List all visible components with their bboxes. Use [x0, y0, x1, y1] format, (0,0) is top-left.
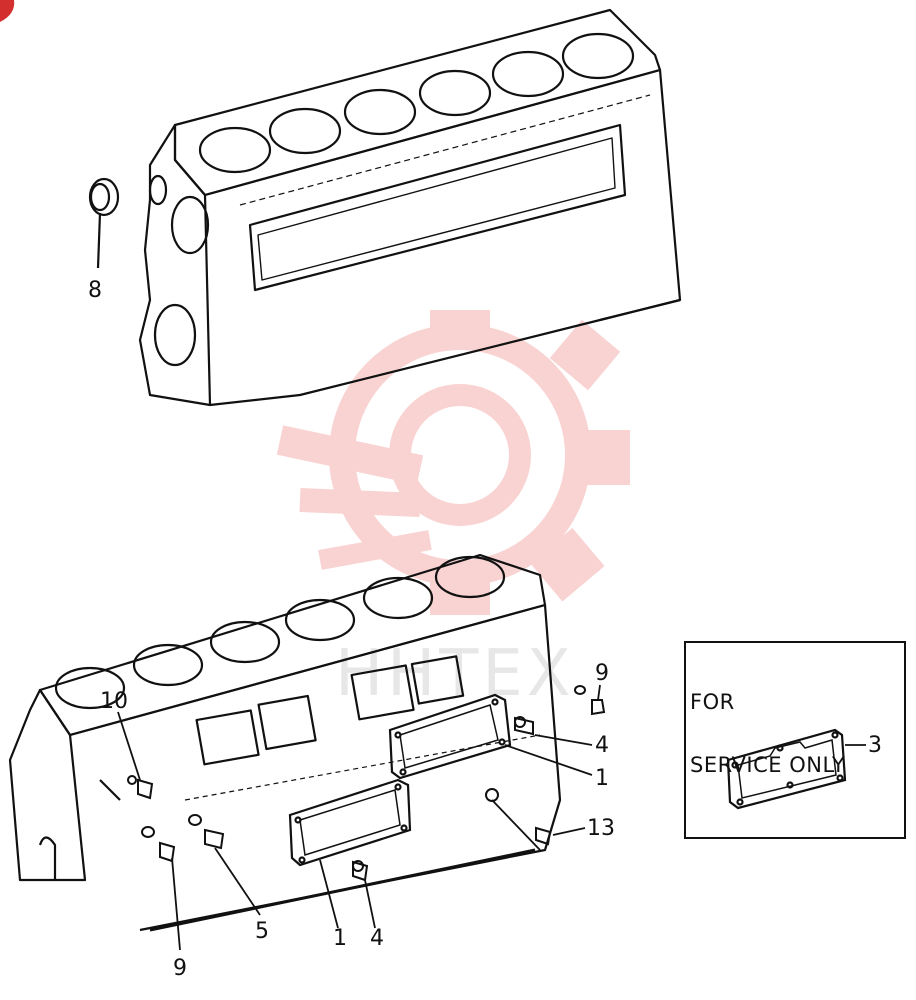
callout-10: 10 — [100, 689, 128, 714]
callout-9-upper: 9 — [595, 661, 609, 686]
corner-mark — [0, 0, 15, 22]
part-1-gasket-lower — [288, 778, 412, 867]
callout-1-upper: 1 — [595, 766, 609, 791]
watermark-text: HHTEX — [335, 637, 575, 711]
callout-5: 5 — [255, 919, 269, 944]
watermark-gear-logo — [276, 310, 630, 615]
part-1-gasket-upper — [388, 693, 512, 780]
cylinder-block-lower — [8, 553, 562, 932]
service-label-line2: SERVICE ONLY — [690, 753, 846, 777]
callout-8: 8 — [88, 278, 102, 303]
callout-3: 3 — [868, 733, 882, 758]
leader-lines — [117, 684, 601, 951]
service-only-box — [684, 641, 906, 839]
cylinder-block-upper — [138, 8, 682, 407]
part-3-gasket — [726, 728, 847, 810]
service-label-line1: FOR — [690, 690, 735, 714]
service-only-label: FOR SERVICE ONLY — [690, 650, 845, 797]
part-8-seal — [88, 177, 120, 269]
callout-13: 13 — [587, 816, 615, 841]
callout-9-lower: 9 — [173, 956, 187, 981]
callout-4-lower: 4 — [370, 926, 384, 951]
callout-4-upper: 4 — [595, 733, 609, 758]
callout-1-lower: 1 — [333, 926, 347, 951]
